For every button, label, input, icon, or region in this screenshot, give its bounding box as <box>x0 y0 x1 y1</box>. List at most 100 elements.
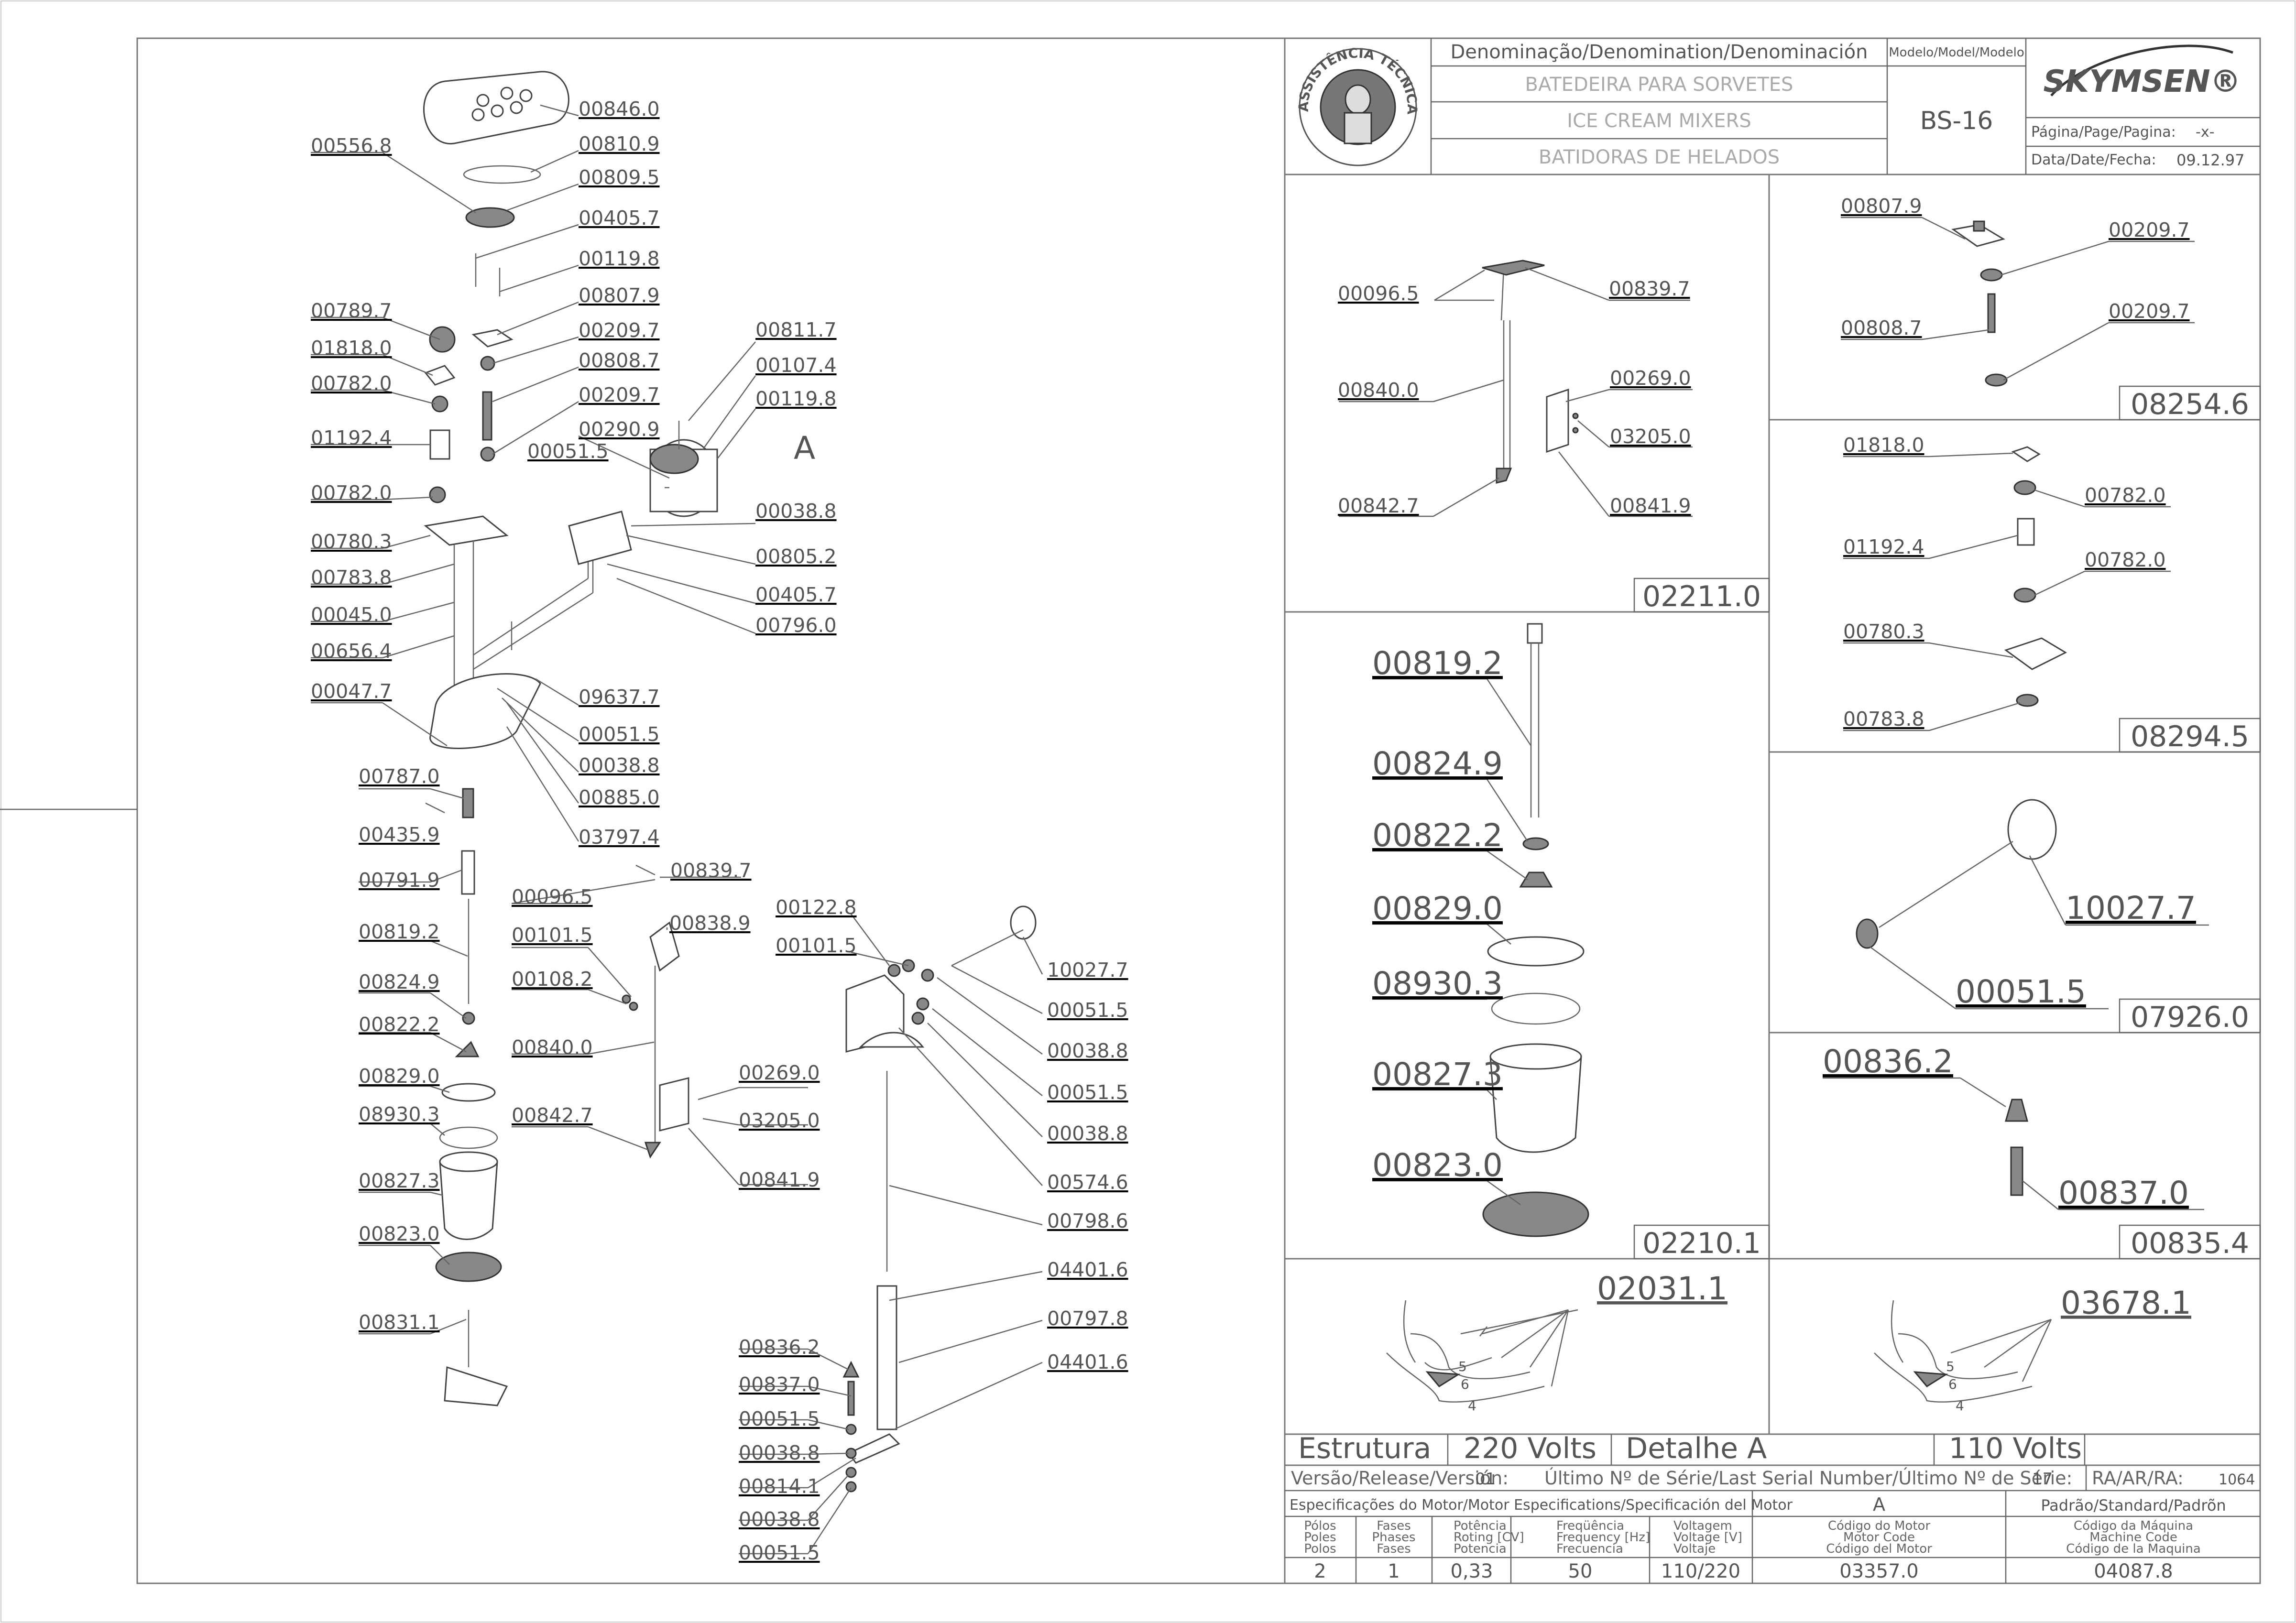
panel-part-label: 00839.7 <box>1609 277 1690 300</box>
part-label: 00796.0 <box>755 614 837 637</box>
panel-part-label: 01818.0 <box>1843 434 1924 457</box>
part-label: 00119.8 <box>755 387 837 410</box>
part-label: 00556.8 <box>311 134 392 157</box>
part-label: 00101.5 <box>512 924 593 947</box>
part-label: 00209.7 <box>579 319 660 342</box>
ra-value: 1064 <box>2219 1471 2255 1488</box>
panel-code-08294: 08294.5 <box>2131 720 2249 753</box>
part-label: 00051.5 <box>1047 999 1128 1022</box>
wire-number: 4 <box>1468 1398 1476 1414</box>
header-motor-code-es: Código del Motor <box>1826 1542 1932 1556</box>
part-label: 03797.4 <box>579 826 660 849</box>
panel-code-00835: 00835.4 <box>2131 1227 2249 1260</box>
denomination-es: BATIDORAS DE HELADOS <box>1539 146 1780 168</box>
part-label: 00829.0 <box>359 1065 440 1088</box>
header-frequency-es: Frecuencia <box>1556 1542 1623 1556</box>
part-label: 00269.0 <box>739 1061 820 1084</box>
part-label: 00814.1 <box>739 1475 820 1498</box>
denomination-pt: BATEDEIRA PARA SORVETES <box>1525 74 1793 96</box>
part-label: 00841.9 <box>739 1168 820 1191</box>
part-label: 00119.8 <box>579 247 660 270</box>
part-label: 08930.3 <box>359 1103 440 1126</box>
part-label: 00823.0 <box>359 1222 440 1245</box>
part-label: 04401.6 <box>1047 1351 1128 1373</box>
header-machine-code-es: Código de la Maquina <box>2066 1542 2201 1556</box>
part-label: 00038.8 <box>1047 1122 1128 1145</box>
part-label: 00038.8 <box>739 1441 820 1464</box>
volts-220-label: 220 Volts <box>1464 1432 1596 1465</box>
part-label: 00783.8 <box>311 566 392 589</box>
header-power-es: Potencia <box>1454 1542 1507 1556</box>
header-motor-code-pt: Código do Motor <box>1828 1519 1931 1533</box>
panel-03678-wiring: 5 6 4 <box>1874 1300 2052 1414</box>
part-label: 00405.7 <box>579 207 660 229</box>
part-label: 00038.8 <box>739 1508 820 1531</box>
panel-part-label: 00829.0 <box>1372 890 1503 927</box>
part-label: 00836.2 <box>739 1336 820 1359</box>
part-label: 00782.0 <box>311 372 392 395</box>
panel-part-label: 03205.0 <box>1610 425 1691 448</box>
part-label: 00819.2 <box>359 920 440 943</box>
part-label: 00842.7 <box>512 1104 593 1127</box>
bottom-block: Estrutura 220 Volts Detalhe A 110 Volts … <box>1285 1432 2260 1583</box>
part-label: 03205.0 <box>739 1109 820 1132</box>
panel-part-label: 00822.2 <box>1372 817 1503 854</box>
panel-part-label: 00824.9 <box>1372 745 1503 782</box>
part-label: 00838.9 <box>669 912 751 935</box>
serial-label: Último Nº de Série/Last Serial Number/Úl… <box>1544 1468 2072 1489</box>
part-label: 00051.5 <box>1047 1081 1128 1104</box>
page-value: -x- <box>2196 124 2214 141</box>
part-label: 00808.7 <box>579 349 660 372</box>
part-label: 00840.0 <box>512 1036 593 1059</box>
panel-00835: 00836.2 00837.0 <box>1823 1043 2204 1211</box>
part-label: 00047.7 <box>311 680 392 703</box>
panel-part-label: 00096.5 <box>1338 282 1419 305</box>
part-label: 00797.8 <box>1047 1307 1128 1330</box>
panel-part-label: 00209.7 <box>2109 218 2190 241</box>
value-power: 0,33 <box>1450 1560 1493 1582</box>
panel-part-label: 00269.0 <box>1610 367 1691 390</box>
panel-part-label: 00808.7 <box>1841 316 1922 339</box>
part-label: 00290.9 <box>579 418 660 441</box>
panel-07926: 10027.7 00051.5 <box>1856 799 2209 1010</box>
wire-number: 5 <box>1946 1359 1955 1374</box>
volts-110-label: 110 Volts <box>1949 1432 2082 1465</box>
header-phases-es: Fases <box>1377 1542 1411 1556</box>
part-label: 00807.9 <box>579 284 660 307</box>
part-label: 00787.0 <box>359 765 440 788</box>
header-power-pt: Potência <box>1454 1519 1507 1533</box>
header-frequency-pt: Freqüência <box>1556 1519 1624 1533</box>
part-label: 00809.5 <box>579 166 660 189</box>
header-power-en: Roting [CV] <box>1454 1530 1524 1545</box>
panel-part-label: 00827.3 <box>1372 1056 1503 1093</box>
panel-part-label: 00780.3 <box>1843 620 1924 643</box>
version-label: Versão/Release/Versión: <box>1291 1468 1509 1489</box>
motor-spec-values: 2 1 0,33 50 110/220 03357.0 04087.8 <box>1314 1560 2173 1582</box>
part-label: 00780.3 <box>311 530 392 553</box>
part-label: 00038.8 <box>1047 1039 1128 1062</box>
serial-value: 17 <box>2032 1470 2053 1489</box>
value-phases: 1 <box>1388 1560 1399 1582</box>
wire-number: 5 <box>1458 1359 1467 1374</box>
part-label: 00038.8 <box>579 754 660 777</box>
brand-logo: SKYMSEN® <box>2043 44 2241 99</box>
assembly-letter-a: A <box>794 430 815 467</box>
panel-part-label: 00836.2 <box>1823 1043 1953 1080</box>
part-label: 00846.0 <box>579 98 660 120</box>
header-poles-pt: Pólos <box>1304 1519 1336 1533</box>
header-frequency-en: Frequency [Hz] <box>1556 1530 1650 1545</box>
part-label: 00101.5 <box>776 934 857 957</box>
part-label: 00837.0 <box>739 1373 820 1396</box>
denomination-en: ICE CREAM MIXERS <box>1567 110 1751 132</box>
detalhe-a-label: Detalhe A <box>1626 1432 1767 1465</box>
panel-code-02031: 02031.1 <box>1597 1270 1727 1307</box>
part-label: 00038.8 <box>755 500 837 523</box>
panel-code-08254: 08254.6 <box>2131 388 2249 421</box>
part-label: 00405.7 <box>755 583 837 606</box>
part-label: 04401.6 <box>1047 1258 1128 1281</box>
brand-name: SKYMSEN® <box>2043 64 2241 99</box>
part-label: 00827.3 <box>359 1169 440 1192</box>
page-label: Página/Page/Pagina: <box>2031 124 2176 141</box>
panel-02211: 00096.5 00839.7 00840.0 00269.0 03205.0 … <box>1338 260 1693 517</box>
